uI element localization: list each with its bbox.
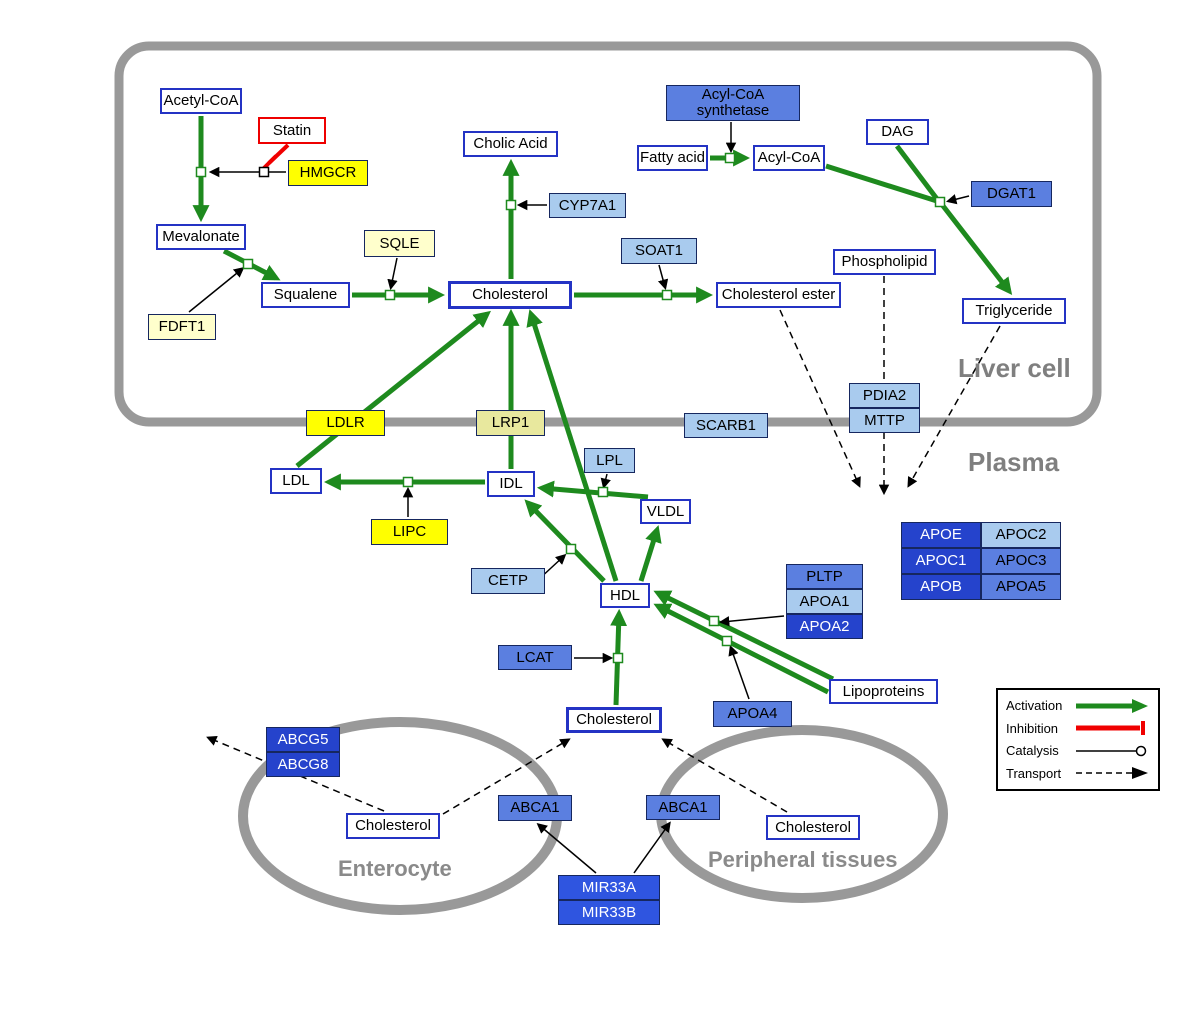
node-soat1[interactable]: SOAT1 bbox=[621, 238, 697, 264]
node-lrp1[interactable]: LRP1 bbox=[476, 410, 545, 436]
node-apoe[interactable]: APOE bbox=[901, 522, 981, 548]
catalysis-edges bbox=[188, 122, 970, 874]
node-pltp[interactable]: PLTP bbox=[786, 564, 863, 589]
node-acyl-coa-synthetase[interactable]: Acyl-CoA synthetase bbox=[666, 85, 800, 121]
legend-row-activation: Activation bbox=[1006, 695, 1150, 716]
node-abca1-enterocyte[interactable]: ABCA1 bbox=[498, 795, 572, 821]
node-cyp7a1[interactable]: CYP7A1 bbox=[549, 193, 626, 218]
inhibition-edge bbox=[260, 143, 290, 172]
legend-inhibition-label: Inhibition bbox=[1006, 720, 1059, 736]
node-lipoproteins[interactable]: Lipoproteins bbox=[829, 679, 938, 704]
legend: Activation Inhibition Catalysis Transpor… bbox=[996, 688, 1160, 791]
catalysis-circle-icon bbox=[1076, 745, 1147, 757]
node-fatty-acid[interactable]: Fatty acid bbox=[637, 145, 708, 171]
node-apoa5[interactable]: APOA5 bbox=[981, 574, 1061, 600]
node-dgat1[interactable]: DGAT1 bbox=[971, 181, 1052, 207]
inhibition-tbar-icon bbox=[1076, 721, 1145, 736]
node-apob[interactable]: APOB bbox=[901, 574, 981, 600]
node-fdft1[interactable]: FDFT1 bbox=[148, 314, 216, 340]
node-mir33b[interactable]: MIR33B bbox=[558, 900, 660, 925]
legend-row-inhibition: Inhibition bbox=[1006, 718, 1150, 739]
node-apoa4[interactable]: APOA4 bbox=[713, 701, 792, 727]
node-hdl[interactable]: HDL bbox=[600, 583, 650, 608]
node-apoc2[interactable]: APOC2 bbox=[981, 522, 1061, 548]
legend-row-catalysis: Catalysis bbox=[1006, 740, 1150, 761]
node-cetp[interactable]: CETP bbox=[471, 568, 545, 594]
node-squalene[interactable]: Squalene bbox=[261, 282, 350, 308]
node-cholesterol-peripheral[interactable]: Cholesterol bbox=[766, 815, 860, 840]
node-pdia2[interactable]: PDIA2 bbox=[849, 383, 920, 408]
node-cholesterol-enterocyte[interactable]: Cholesterol bbox=[346, 813, 440, 839]
legend-transport-label: Transport bbox=[1006, 765, 1062, 781]
transport-dashed-arrow-icon bbox=[1076, 767, 1148, 780]
liver-cell-membrane bbox=[114, 41, 1102, 427]
node-apoc1[interactable]: APOC1 bbox=[901, 548, 981, 574]
node-lpl[interactable]: LPL bbox=[584, 448, 635, 473]
plasma-label: Plasma bbox=[968, 447, 1060, 477]
node-apoa2[interactable]: APOA2 bbox=[786, 614, 863, 639]
node-abcg8[interactable]: ABCG8 bbox=[266, 752, 340, 777]
node-dag[interactable]: DAG bbox=[866, 119, 929, 145]
node-abcg5[interactable]: ABCG5 bbox=[266, 727, 340, 752]
node-acyl-coa[interactable]: Acyl-CoA bbox=[753, 145, 825, 171]
node-lcat[interactable]: LCAT bbox=[498, 645, 572, 670]
legend-activation-label: Activation bbox=[1006, 698, 1063, 713]
node-apoc3[interactable]: APOC3 bbox=[981, 548, 1061, 574]
node-sqle[interactable]: SQLE bbox=[364, 230, 435, 257]
peripheral-tissues-label: Peripheral tissues bbox=[708, 847, 898, 872]
enterocyte-label: Enterocyte bbox=[338, 856, 452, 881]
node-vldl[interactable]: VLDL bbox=[640, 499, 691, 524]
node-ldl[interactable]: LDL bbox=[270, 468, 322, 494]
reaction-anchor-nodes bbox=[195, 152, 946, 664]
node-abca1-peripheral[interactable]: ABCA1 bbox=[646, 795, 720, 820]
node-mir33a[interactable]: MIR33A bbox=[558, 875, 660, 900]
node-acetyl-coa[interactable]: Acetyl-CoA bbox=[160, 88, 242, 114]
node-mevalonate[interactable]: Mevalonate bbox=[156, 224, 246, 250]
node-scarb1[interactable]: SCARB1 bbox=[684, 413, 768, 438]
node-cholic-acid[interactable]: Cholic Acid bbox=[463, 131, 558, 157]
activation-edges bbox=[192, 116, 1013, 706]
legend-catalysis-label: Catalysis bbox=[1006, 743, 1059, 759]
legend-row-transport: Transport bbox=[1006, 763, 1150, 784]
node-cholesterol-liver[interactable]: Cholesterol bbox=[448, 281, 572, 309]
node-phospholipid[interactable]: Phospholipid bbox=[833, 249, 936, 275]
node-statin[interactable]: Statin bbox=[258, 117, 326, 144]
node-lipc[interactable]: LIPC bbox=[371, 519, 448, 545]
liver-cell-label: Liver cell bbox=[958, 353, 1071, 383]
node-ldlr[interactable]: LDLR bbox=[306, 410, 385, 436]
inhibition-anchor-node bbox=[258, 166, 270, 178]
node-idl[interactable]: IDL bbox=[487, 471, 535, 497]
activation-arrow-icon bbox=[1076, 698, 1148, 713]
node-cholesterol-plasma[interactable]: Cholesterol bbox=[566, 707, 662, 733]
node-cholesterol-ester[interactable]: Cholesterol ester bbox=[716, 282, 841, 308]
node-hmgcr[interactable]: HMGCR bbox=[288, 160, 368, 186]
node-triglyceride[interactable]: Triglyceride bbox=[962, 298, 1066, 324]
node-apoa1[interactable]: APOA1 bbox=[786, 589, 863, 614]
node-mttp[interactable]: MTTP bbox=[849, 408, 920, 433]
